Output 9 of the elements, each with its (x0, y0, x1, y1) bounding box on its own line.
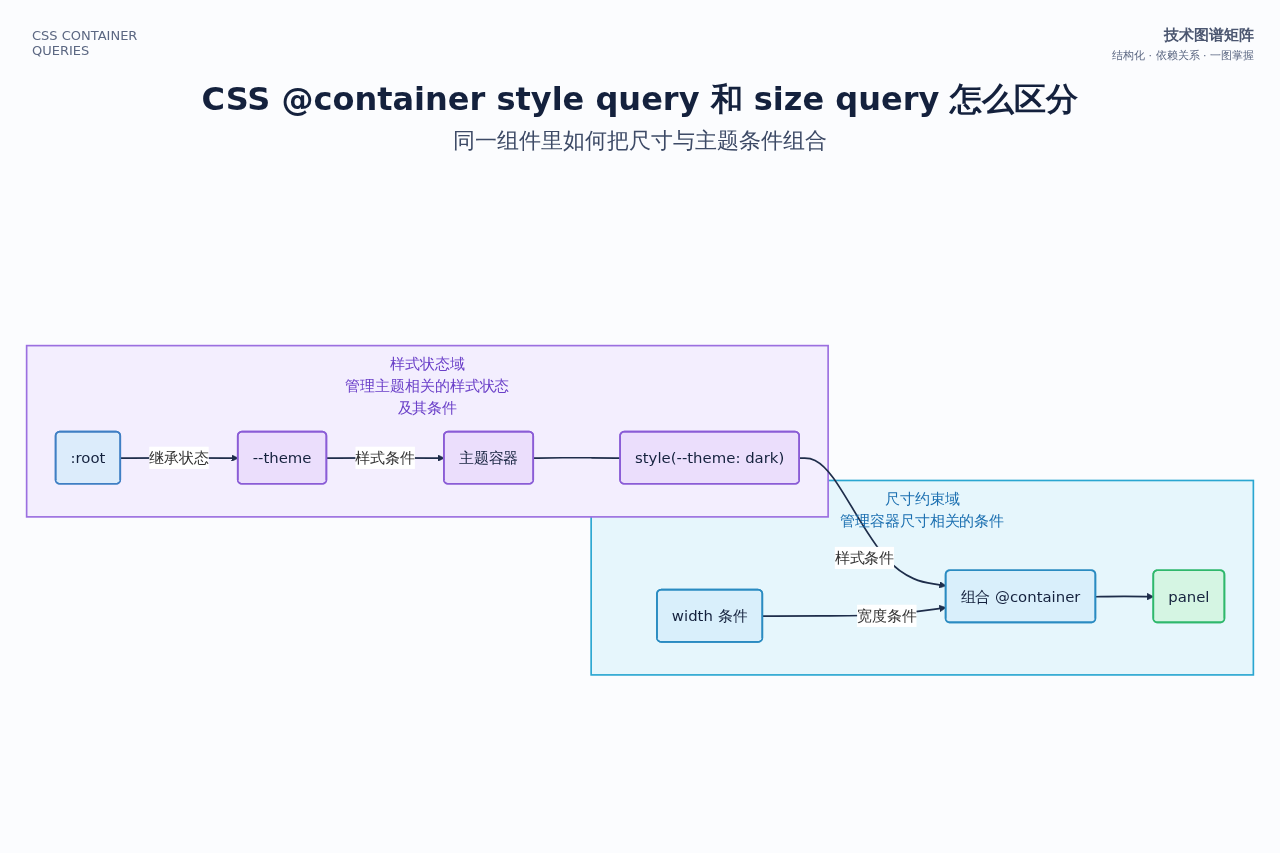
title: CSS @container style query 和 size query 怎么区分 (200, 79, 1080, 120)
edge-label: 继承状态 (149, 448, 209, 467)
header-tagline: 结构化 · 依赖关系 · 一图掌握 (1112, 48, 1254, 63)
edge-label: 样式条件 (355, 448, 415, 467)
edge-label: 样式条件 (834, 548, 895, 567)
subtitle: 同一组件里如何把尺寸与主题条件组合 (452, 127, 828, 155)
edge-label: 宽度条件 (857, 606, 917, 625)
header-series-title: 技术图谱矩阵 (1164, 26, 1254, 45)
header-tag: CSS CONTAINER QUERIES (32, 28, 172, 58)
